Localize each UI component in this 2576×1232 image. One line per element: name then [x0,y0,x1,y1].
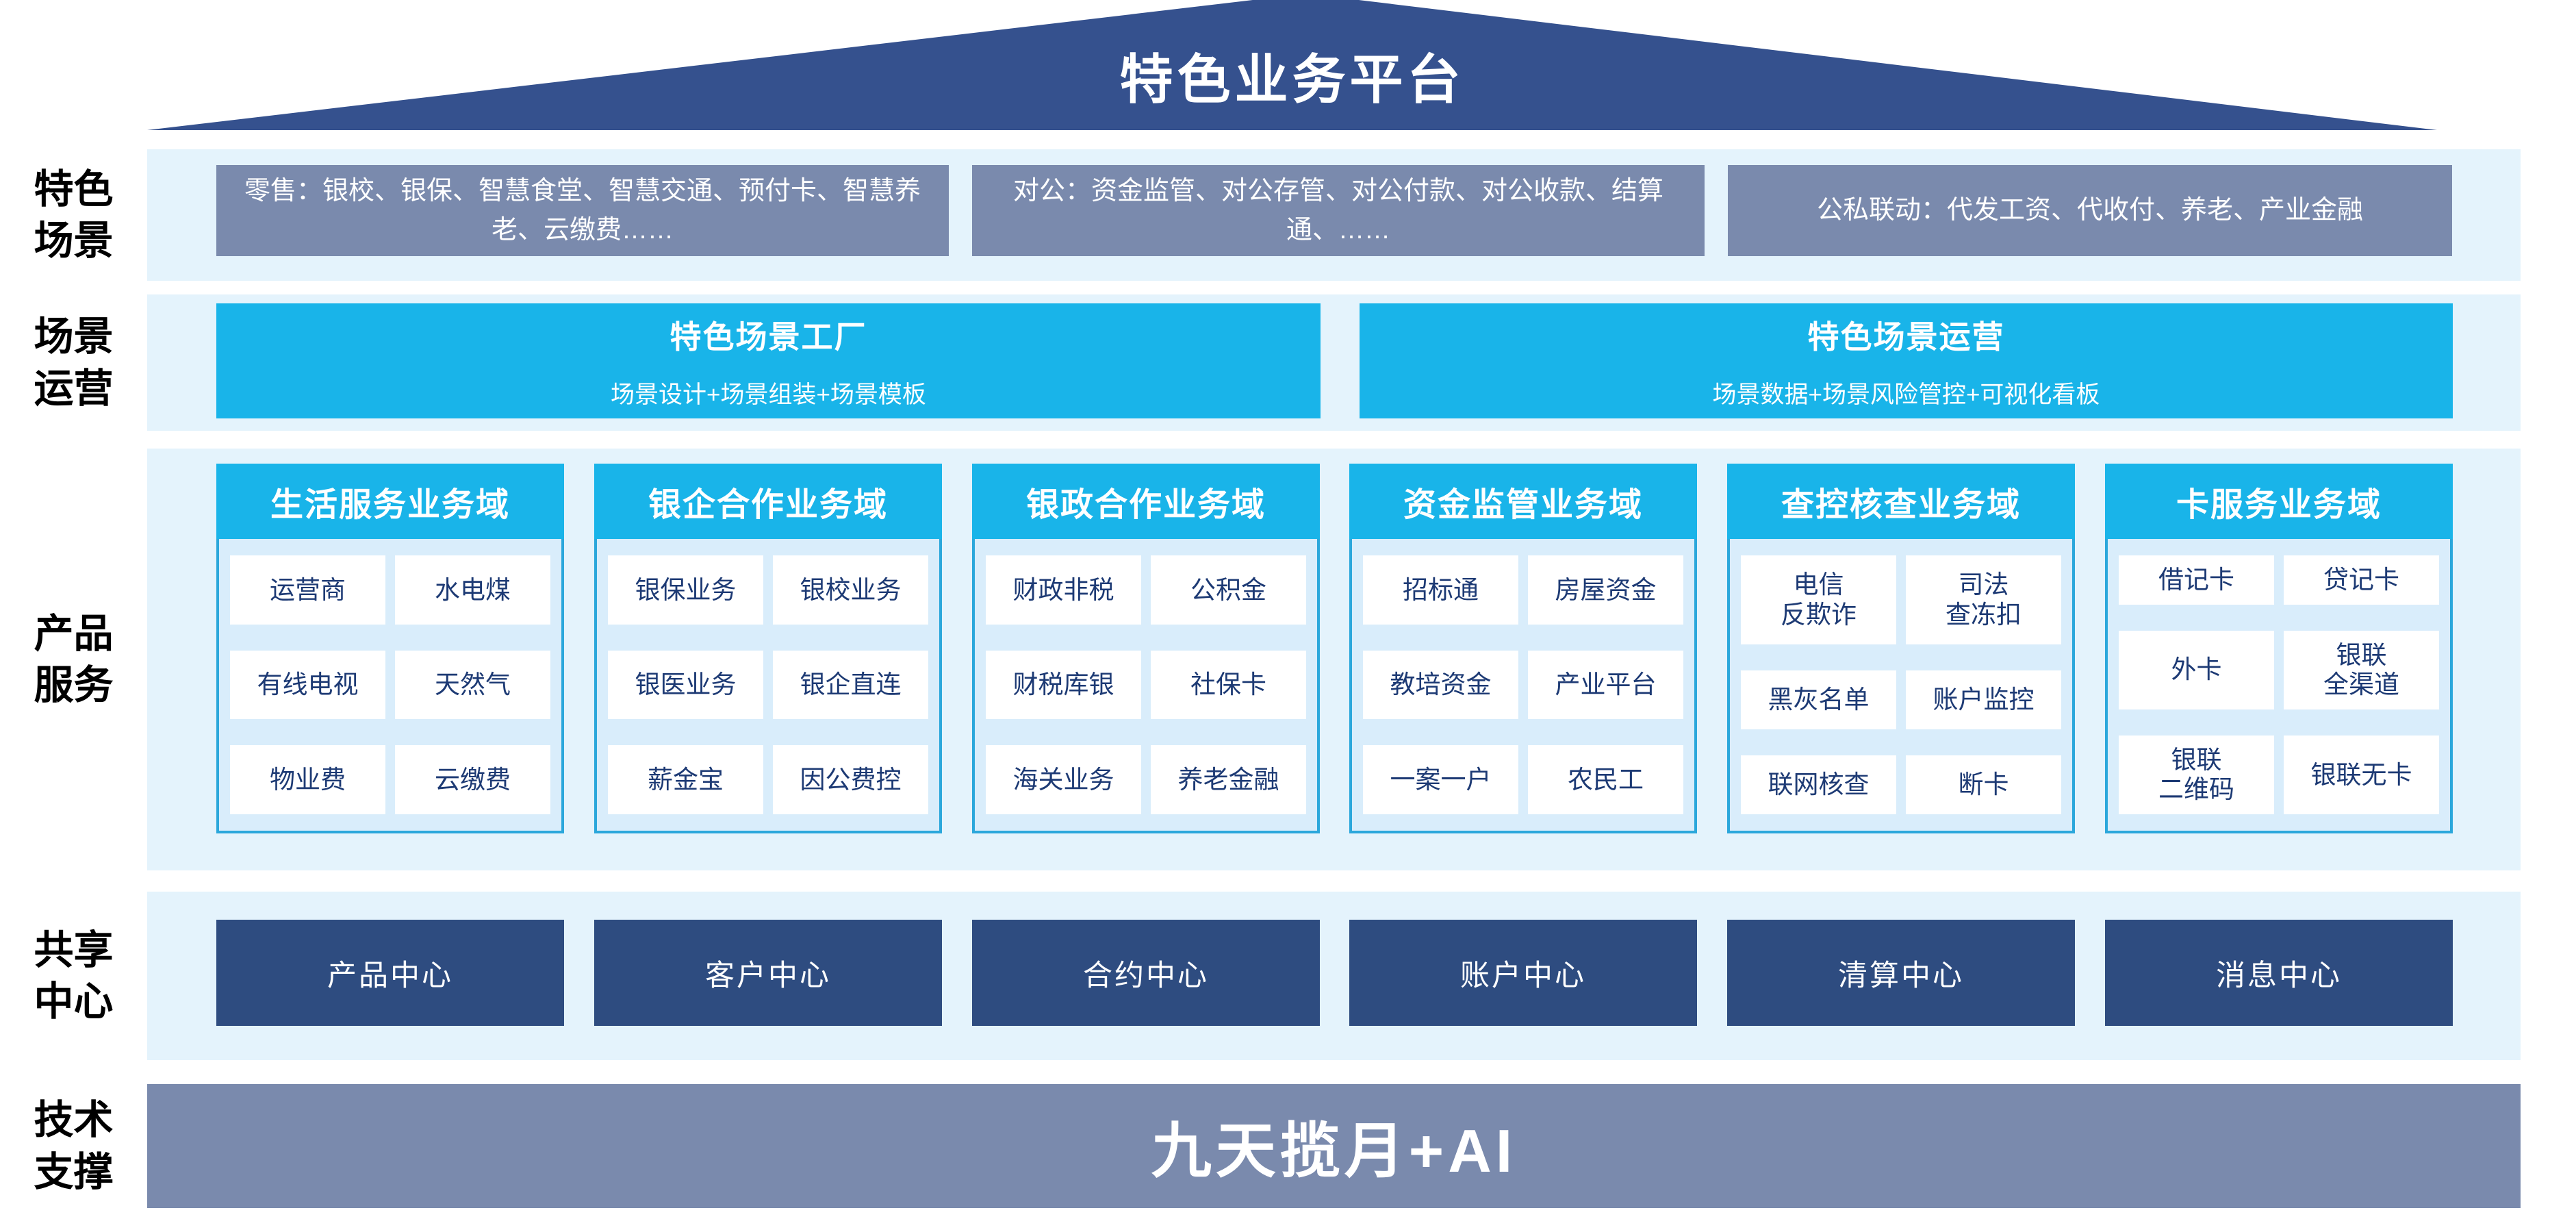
product-cell: 银联 全渠道 [2284,630,2439,709]
center-box-product: 产品中心 [216,920,564,1026]
product-cell: 公积金 [1151,555,1306,625]
product-cell: 司法 查冻扣 [1906,555,2061,644]
product-cell: 一案一户 [1363,745,1518,814]
product-cell: 社保卡 [1151,650,1306,720]
column-body: 银保业务 银校业务 银医业务 银企直连 薪金宝 因公费控 [594,539,942,833]
product-cell: 天然气 [395,650,550,720]
row-label-centers: 共享 中心 [34,927,114,1024]
column-header: 卡服务业务域 [2105,464,2453,539]
product-cell: 外卡 [2119,630,2274,709]
center-box-contract: 合约中心 [972,920,1320,1026]
product-column-card-services: 卡服务业务域 借记卡 贷记卡 外卡 银联 全渠道 银联 二维码 银联无卡 [2105,464,2453,833]
product-cell: 账户监控 [1906,670,2061,729]
product-cell: 断卡 [1906,755,2061,814]
scene-factory-box: 特色场景工厂 场景设计+场景组装+场景模板 [216,303,1321,418]
product-cell: 借记卡 [2119,555,2274,605]
scene-box-corporate: 对公：资金监管、对公存管、对公付款、对公收款、结算通、…… [972,165,1705,256]
product-cell: 养老金融 [1151,745,1306,814]
ops-band: 特色场景工厂 场景设计+场景组装+场景模板 特色场景运营 场景数据+场景风险管控… [147,294,2521,431]
product-cell: 农民工 [1528,745,1683,814]
scene-box-linkage: 公私联动：代发工资、代收付、养老、产业金融 [1728,165,2452,256]
column-body: 招标通 房屋资金 教培资金 产业平台 一案一户 农民工 [1349,539,1697,833]
product-cell: 薪金宝 [608,745,763,814]
column-header: 银政合作业务域 [972,464,1320,539]
product-cell: 水电煤 [395,555,550,625]
scene-operation-title: 特色场景运营 [1807,318,2005,355]
scene-band: 零售：银校、银保、智慧食堂、智慧交通、预付卡、智慧养老、云缴费…… 对公：资金监… [147,149,2521,281]
product-cell: 因公费控 [773,745,928,814]
product-cell: 银校业务 [773,555,928,625]
product-cell: 银保业务 [608,555,763,625]
column-header: 资金监管业务域 [1349,464,1697,539]
product-cell: 教培资金 [1363,650,1518,720]
tech-banner: 九天揽月+AI [1151,1117,1517,1185]
row-label-products: 产品 服务 [34,611,114,707]
product-cell: 银企直连 [773,650,928,720]
product-cell: 房屋资金 [1528,555,1683,625]
row-label-scene: 特色 场景 [34,166,114,263]
shared-centers-band: 产品中心 客户中心 合约中心 账户中心 清算中心 消息中心 [147,892,2521,1060]
product-cell: 财税库银 [986,650,1141,720]
product-column-bank-government: 银政合作业务域 财政非税 公积金 财税库银 社保卡 海关业务 养老金融 [972,464,1320,833]
product-cell: 产业平台 [1528,650,1683,720]
product-cell: 招标通 [1363,555,1518,625]
product-column-life-services: 生活服务业务域 运营商 水电煤 有线电视 天然气 物业费 云缴费 [216,464,564,833]
product-cell: 云缴费 [395,745,550,814]
column-body: 借记卡 贷记卡 外卡 银联 全渠道 银联 二维码 银联无卡 [2105,539,2453,833]
product-cell: 贷记卡 [2284,555,2439,605]
product-column-fund-supervision: 资金监管业务域 招标通 房屋资金 教培资金 产业平台 一案一户 农民工 [1349,464,1697,833]
product-cell: 银医业务 [608,650,763,720]
center-box-account: 账户中心 [1349,920,1697,1026]
product-cell: 有线电视 [230,650,385,720]
column-header: 查控核查业务域 [1727,464,2075,539]
product-cell: 海关业务 [986,745,1141,814]
product-cell: 银联 二维码 [2119,735,2274,814]
center-box-customer: 客户中心 [594,920,942,1026]
product-cell: 联网核查 [1741,755,1896,814]
scene-box-retail: 零售：银校、银保、智慧食堂、智慧交通、预付卡、智慧养老、云缴费…… [216,165,949,256]
product-cell: 物业费 [230,745,385,814]
center-box-clearing: 清算中心 [1727,920,2075,1026]
product-column-bank-enterprise: 银企合作业务域 银保业务 银校业务 银医业务 银企直连 薪金宝 因公费控 [594,464,942,833]
scene-operation-subtitle: 场景数据+场景风险管控+可视化看板 [1712,381,2100,408]
product-cell: 运营商 [230,555,385,625]
scene-operation-box: 特色场景运营 场景数据+场景风险管控+可视化看板 [1360,303,2453,418]
product-cell: 财政非税 [986,555,1141,625]
product-cell: 银联无卡 [2284,735,2439,814]
column-body: 运营商 水电煤 有线电视 天然气 物业费 云缴费 [216,539,564,833]
column-header: 生活服务业务域 [216,464,564,539]
tech-support-band: 九天揽月+AI [147,1084,2521,1208]
column-header: 银企合作业务域 [594,464,942,539]
row-label-ops: 场景 运营 [34,314,114,411]
scene-factory-title: 特色场景工厂 [669,318,867,355]
products-band: 生活服务业务域 运营商 水电煤 有线电视 天然气 物业费 云缴费 银企合作业务域… [147,449,2521,870]
platform-title: 特色业务平台 [1119,49,1465,110]
scene-factory-subtitle: 场景设计+场景组装+场景模板 [611,381,926,408]
product-column-check-verification: 查控核查业务域 电信 反欺诈 司法 查冻扣 黑灰名单 账户监控 联网核查 断卡 [1727,464,2075,833]
platform-roof: 特色业务平台 [147,0,2437,130]
product-cell: 电信 反欺诈 [1741,555,1896,644]
row-label-tech: 技术 支撑 [34,1098,114,1194]
column-body: 财政非税 公积金 财税库银 社保卡 海关业务 养老金融 [972,539,1320,833]
center-box-message: 消息中心 [2105,920,2453,1026]
product-cell: 黑灰名单 [1741,670,1896,729]
column-body: 电信 反欺诈 司法 查冻扣 黑灰名单 账户监控 联网核查 断卡 [1727,539,2075,833]
